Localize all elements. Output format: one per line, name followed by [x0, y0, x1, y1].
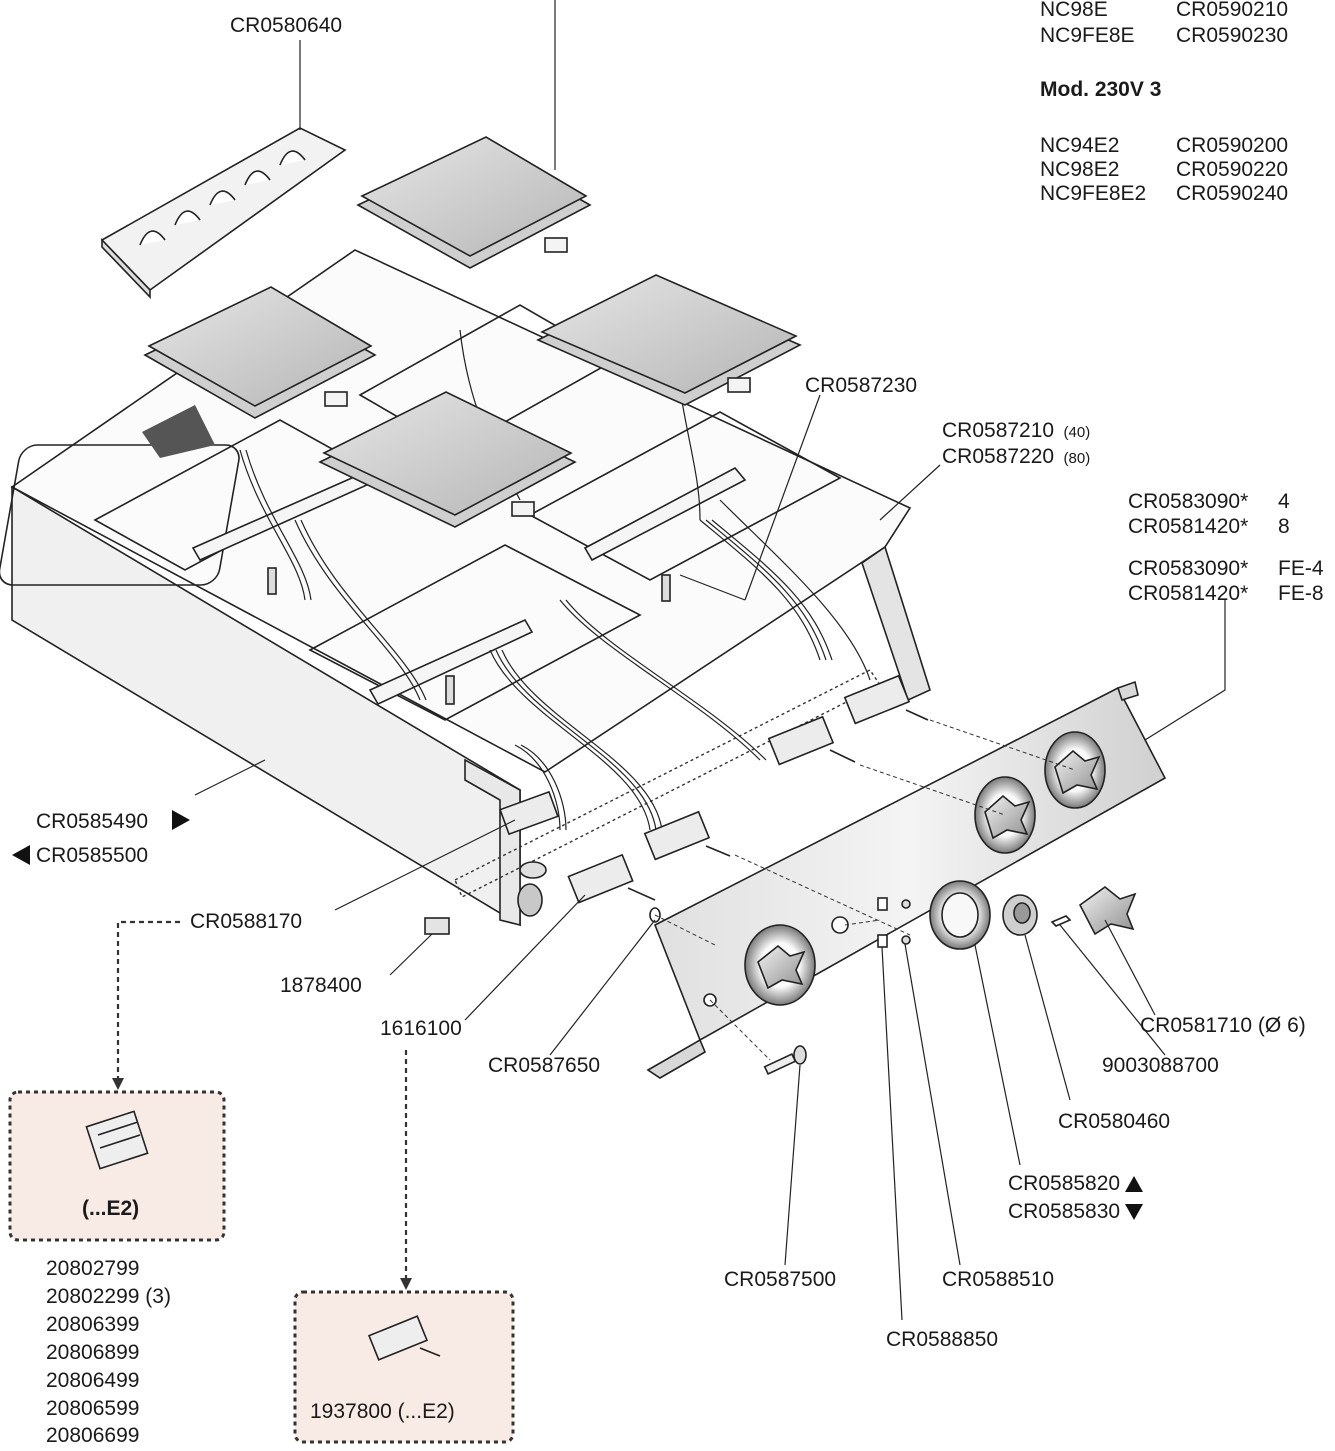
callout-label: CR0581420*	[1128, 515, 1248, 538]
callout-label: 1616100	[380, 1017, 462, 1040]
callout-label: CR0580640	[230, 14, 342, 37]
callout-label: 1878400	[280, 974, 362, 997]
model-code: CR0590210	[1176, 0, 1288, 21]
callout-label: FE-4	[1278, 557, 1324, 580]
model-name: NC98E2	[1040, 158, 1119, 181]
model-code: CR0590230	[1176, 24, 1288, 47]
callout-label: CR0583090*	[1128, 557, 1248, 580]
spring-clip	[1050, 915, 1072, 927]
callout-label: FE-8	[1278, 582, 1324, 605]
callout-label: CR0588170	[190, 910, 302, 933]
triangle-up-icon	[1125, 1176, 1143, 1192]
callout-label: CR0587500	[724, 1268, 836, 1291]
rotary-switch	[767, 715, 856, 766]
inset-code: 20806499	[46, 1369, 139, 1392]
bezel-insert	[1002, 894, 1038, 936]
callout-label: CR0587210 (40)	[942, 419, 1090, 442]
model-name: NC98E	[1040, 0, 1108, 21]
cable-gland	[517, 861, 547, 917]
cable-clamp	[424, 917, 450, 935]
terminal-block-icon	[85, 1110, 149, 1170]
model-code: CR0590200	[1176, 134, 1288, 157]
bezel-ring	[929, 880, 991, 950]
hotplate-left	[143, 286, 377, 419]
callout-label: CR0581710 (Ø 6)	[1140, 1014, 1306, 1037]
construction-lines	[654, 719, 1076, 1061]
callout-label: 8	[1278, 515, 1290, 538]
inset-arrow-left	[112, 920, 180, 1090]
inset-code: 20806699	[46, 1424, 139, 1446]
callout-label: CR0587220 (80)	[942, 445, 1090, 468]
leader-lines	[194, 0, 1226, 1321]
callout-label: CR0585830	[1008, 1200, 1120, 1223]
callout-label: CR0581420*	[1128, 582, 1248, 605]
terminal-block	[499, 790, 559, 836]
callout-label: CR0580460	[1058, 1110, 1170, 1133]
model-name: NC94E2	[1040, 134, 1119, 157]
rotary-switch	[643, 810, 731, 861]
model-table-heading: Mod. 230V 3	[1040, 78, 1161, 101]
inset-code: 20806599	[46, 1397, 139, 1420]
inset-label: 1937800 (...E2)	[310, 1400, 455, 1423]
callout-label: CR0585490	[36, 810, 148, 833]
callout-label: CR0583090*	[1128, 490, 1248, 513]
inset-code: 20802299 (3)	[46, 1285, 171, 1308]
callout-label: CR0587230	[805, 374, 917, 397]
callout-label: 4	[1278, 490, 1290, 513]
rotary-switch	[843, 674, 929, 725]
inset-box-left	[8, 1090, 226, 1242]
model-name: NC9FE8E2	[1040, 182, 1146, 205]
model-name: NC9FE8E	[1040, 24, 1135, 47]
callout-label: CR0585820	[1008, 1172, 1120, 1195]
callout-label: CR0585500	[36, 844, 148, 867]
model-code: CR0590220	[1176, 158, 1288, 181]
panel-knob	[1044, 731, 1106, 809]
triangle-left-icon	[12, 845, 30, 865]
pilot-lamp	[763, 1045, 807, 1076]
inset-label: (...E2)	[82, 1197, 139, 1220]
callout-label: 9003088700	[1102, 1054, 1219, 1077]
element-rail	[100, 127, 347, 299]
panel-knob	[974, 776, 1036, 854]
spare-knob	[1078, 885, 1137, 936]
model-code: CR0590240	[1176, 182, 1288, 205]
hotplate-back	[356, 136, 592, 269]
rotary-switch	[567, 853, 656, 904]
inset-box-right	[293, 1290, 515, 1444]
control-panel	[646, 680, 1167, 1079]
rotary-switch-icon	[367, 1315, 441, 1361]
callout-label: CR0587650	[488, 1054, 600, 1077]
callout-label: CR0588850	[886, 1328, 998, 1351]
callout-label: CR0588510	[942, 1268, 1054, 1291]
hotplate-front	[318, 391, 577, 528]
inset-code: 20806899	[46, 1341, 139, 1364]
inset-arrow-right	[400, 1050, 412, 1290]
inset-code: 20802799	[46, 1257, 139, 1280]
panel-knob	[744, 924, 816, 1006]
inset-code: 20806399	[46, 1313, 139, 1336]
hotplate-right	[536, 274, 802, 406]
triangle-down-icon	[1125, 1204, 1143, 1220]
triangle-right-icon	[172, 810, 190, 830]
